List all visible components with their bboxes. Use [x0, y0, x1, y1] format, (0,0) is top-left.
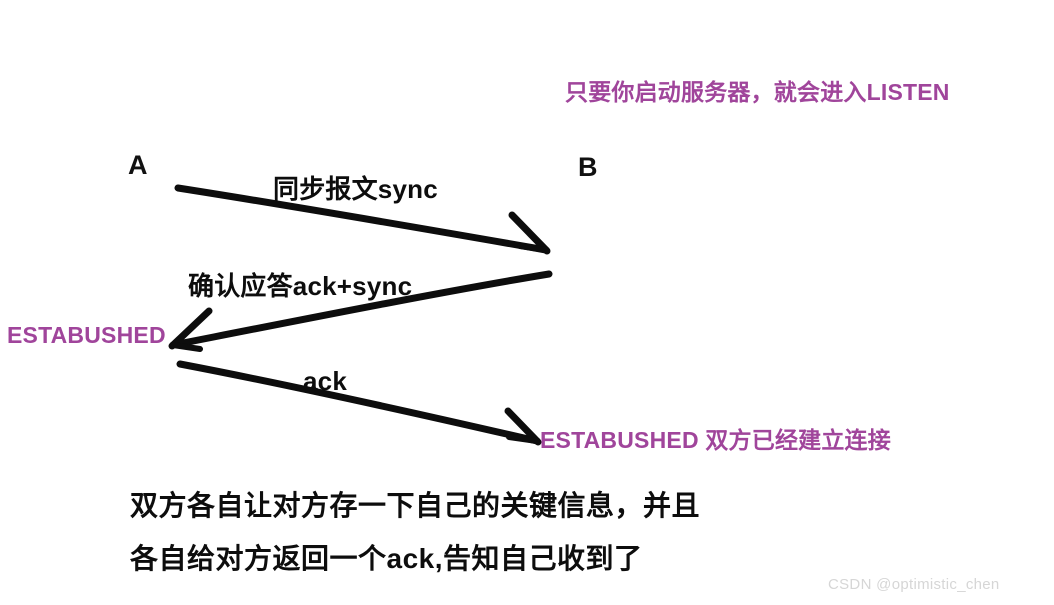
- summary-line-1: 双方各自让对方存一下自己的关键信息，并且: [130, 490, 701, 521]
- endpoint-label-a: A: [128, 150, 148, 180]
- message-label-sync: 同步报文sync: [273, 174, 438, 204]
- endpoint-label-b: B: [578, 152, 598, 182]
- arrow-ack: [176, 360, 542, 446]
- server-established-note: ESTABUSHED 双方已经建立连接: [540, 427, 891, 453]
- summary-line-2: 各自给对方返回一个ack,告知自己收到了: [130, 543, 643, 574]
- message-label-ack: ack: [303, 366, 347, 396]
- message-label-ack-sync: 确认应答ack+sync: [188, 271, 413, 301]
- client-established-note: ESTABUSHED: [7, 322, 166, 348]
- watermark: CSDN @optimistic_chen: [828, 576, 1000, 593]
- listen-state-note: 只要你启动服务器，就会进入LISTEN: [565, 79, 950, 105]
